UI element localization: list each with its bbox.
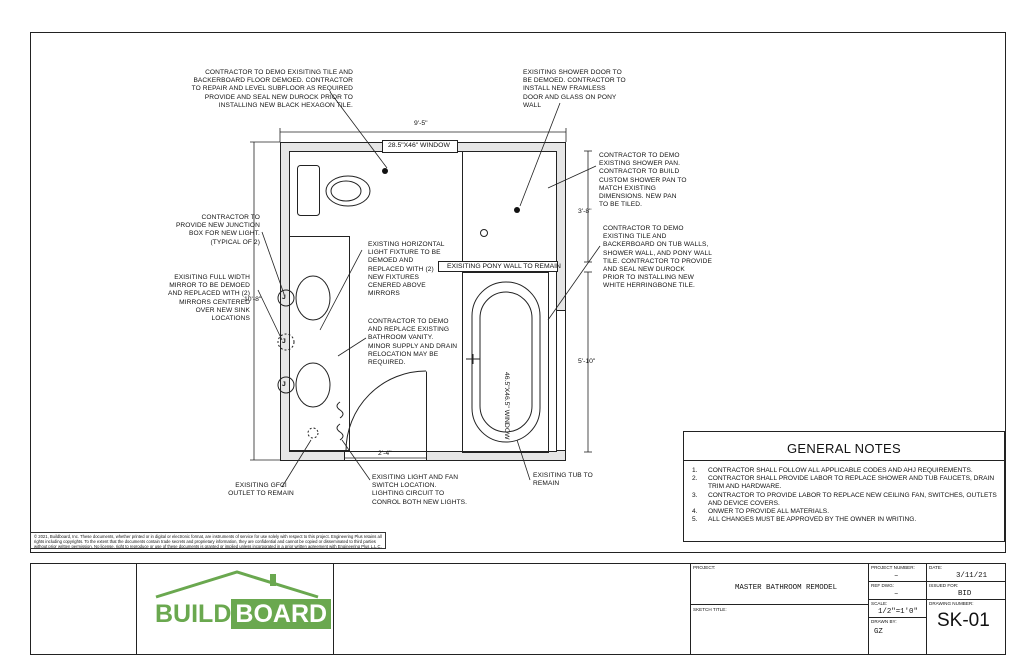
project-number: – bbox=[894, 572, 899, 580]
pony-wall-label: EXISITING PONY WALL TO REMAIN bbox=[447, 263, 561, 270]
note-mirror: EXISITING FULL WIDTH MIRROR TO BE DEMOED… bbox=[168, 274, 250, 323]
general-note-item: 2.CONTRACTOR SHALL PROVIDE LABOR TO REPL… bbox=[692, 475, 995, 491]
logo-text-build: BUILD bbox=[155, 600, 232, 628]
leader-lines bbox=[257, 91, 601, 488]
room-walls bbox=[280, 142, 566, 461]
general-note-item: 3.CONTRACTOR TO PROVIDE LABOR TO REPLACE… bbox=[692, 491, 997, 507]
dim-overall-height: 10'-8" bbox=[244, 296, 262, 303]
general-notes-box: GENERAL NOTES 1.CONTRACTOR SHALL FOLLOW … bbox=[683, 431, 1005, 542]
dim-door-width: 2'-4" bbox=[378, 450, 392, 457]
issued-for: BID bbox=[958, 590, 972, 598]
project-number-label: PROJECT NUMBER: bbox=[871, 565, 915, 570]
note-gfci: EXISITING GFCI OUTLET TO REMAIN bbox=[228, 482, 294, 498]
note-tub: EXISITING TUB TO REMAIN bbox=[533, 472, 593, 488]
junction-symbol: J bbox=[282, 381, 286, 388]
window-label: 28.5"X46" WINDOW bbox=[388, 142, 450, 149]
scale-value: 1/2"=1'0" bbox=[878, 608, 918, 616]
note-tub-walls: CONTRACTOR TO DEMO EXISTING TILE AND BAC… bbox=[603, 225, 712, 290]
dim-overall-width: 9'-5" bbox=[414, 120, 428, 127]
copyright-notice: © 2021, Buildboard, Inc. These documents… bbox=[30, 532, 386, 549]
title-block-frame bbox=[30, 563, 1006, 655]
ceiling-fixture-dot bbox=[514, 207, 520, 213]
dim-tub-length: 5'-10" bbox=[578, 358, 596, 365]
project-label: PROJECT: bbox=[693, 565, 716, 570]
ceiling-fixture-dot bbox=[382, 168, 388, 174]
ref-dwg-label: REF DWG: bbox=[871, 583, 894, 588]
general-note-item: 1.CONTRACTOR SHALL FOLLOW ALL APPLICABLE… bbox=[692, 467, 973, 474]
scale-label: SCALE: bbox=[871, 601, 888, 606]
general-note-item: 5.ALL CHANGES MUST BE APPROVED BY THE OW… bbox=[692, 516, 917, 524]
drawing-number: SK-01 bbox=[937, 610, 990, 631]
note-shower-pan: CONTRACTOR TO DEMO EXISTING SHOWER PAN. … bbox=[599, 152, 687, 209]
junction-symbol: J bbox=[282, 338, 286, 345]
sheet-border bbox=[30, 32, 1006, 553]
ref-dwg: – bbox=[894, 590, 899, 598]
logo-text-board: BOARD bbox=[231, 599, 332, 629]
drawn-by-label: DRAWN BY: bbox=[871, 619, 897, 624]
general-note-item: 4.ONWER TO PROVIDE ALL MATERIALS. bbox=[692, 508, 830, 516]
dim-shower-depth: 3'-8" bbox=[578, 208, 592, 215]
note-junction-box: CONTRACTOR TO PROVIDE NEW JUNCTION BOX F… bbox=[175, 214, 260, 246]
issued-for-label: ISSUED FOR: bbox=[929, 583, 959, 588]
drawing-number-label: DRAWING NUMBER: bbox=[929, 601, 974, 606]
tub-window-label: 46.5"X46.5" WINDOW bbox=[503, 372, 510, 440]
note-light-fixture: EXISTING HORIZONTAL LIGHT FIXTURE TO BE … bbox=[368, 241, 445, 298]
note-demo-tile-floor: CONTRACTOR TO DEMO EXISITING TILE AND BA… bbox=[191, 69, 353, 109]
date-label: DATE: bbox=[929, 565, 943, 570]
note-vanity: CONTRACTOR TO DEMO AND REPLACE EXISTING … bbox=[368, 318, 458, 367]
project-name: MASTER BATHROOM REMODEL bbox=[735, 584, 838, 592]
general-notes-list: 1.CONTRACTOR SHALL FOLLOW ALL APPLICABLE… bbox=[692, 467, 998, 524]
logo-roof bbox=[155, 570, 319, 599]
general-notes-title: GENERAL NOTES bbox=[787, 441, 901, 456]
note-shower-door: EXISITING SHOWER DOOR TO BE DEMOED. CONT… bbox=[523, 69, 626, 109]
sketch-title-label: SKETCH TITLE: bbox=[693, 607, 727, 612]
junction-symbol: J bbox=[282, 294, 286, 301]
drawn-by: GZ bbox=[874, 628, 883, 636]
date-value: 3/11/21 bbox=[956, 572, 988, 580]
note-switch: EXISITING LIGHT AND FAN SWITCH LOCATION.… bbox=[372, 474, 468, 506]
